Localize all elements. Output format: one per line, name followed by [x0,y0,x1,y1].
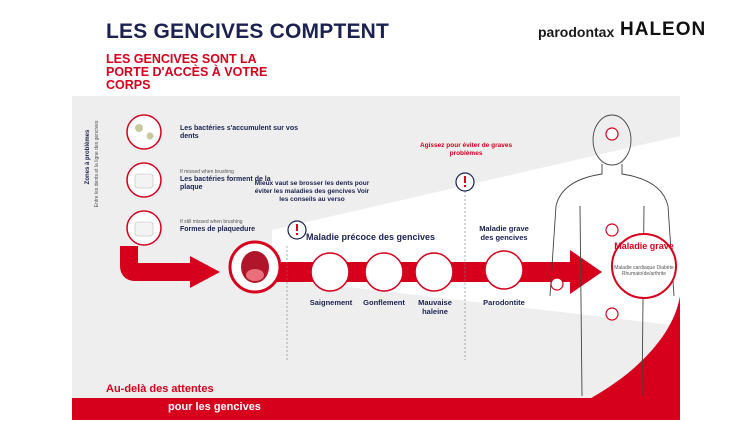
zone-title: Zones à problèmes [85,129,91,185]
arrow-head-1 [190,256,220,288]
alert-icon-2-dot [464,185,466,187]
serious-disease-title: Maladie grave des gencives [479,224,529,242]
alert-icon-1-bar [296,224,298,231]
bleeding-icon [310,252,350,292]
bacteria-icon [126,114,162,150]
alert-icon-2-bar [464,176,466,183]
swelling-label: Gonflement [363,298,405,307]
bacteria-dot-b [146,132,154,140]
heart-marker [605,223,619,237]
footer-line-1: Au-delà des attentes [106,383,214,395]
step-2-pre: If missed when brushing [180,169,234,175]
early-disease-title: Maladie précoce des gencives [306,232,436,242]
hand-marker [550,277,564,291]
mouth-tongue [246,269,264,281]
step-3-pre: If still missed when brushing [180,219,243,225]
bacteria-dot-a [135,124,143,132]
infographic-graphics [120,114,680,420]
bad-breath-icon [414,252,454,292]
periodontitis-icon [484,250,524,290]
arrow-elbow [120,246,192,281]
brushing-advice: Mieux vaut se brosser les dents pour évi… [254,180,370,203]
step-3-text: Formes de plaquedure [180,226,256,233]
page-subtitle: LES GENCIVES SONT LA PORTE D'ACCÈS À VOT… [106,52,268,92]
abdomen-marker [605,307,619,321]
tartar-tooth [134,221,154,237]
bleeding-label: Saignement [309,298,353,307]
step-1-text: Les bactéries s'accumulent sur vos dents [180,125,298,140]
page-title: LES GENCIVES COMPTENT [106,20,390,43]
brand-parodontax: parodontax [538,24,615,40]
infographic-panel: Zones à problèmes Entre les dents et la … [72,96,680,420]
brand-haleon: HALEON [620,19,707,40]
step-2-text: Les bactéries forment de la plaque [180,176,271,191]
body-disease-list: Maladie cardiaque Diabète Rhumatoïde/art… [614,265,674,277]
periodontitis-label: Parodontite [483,298,525,307]
serious-disease-circle [611,233,677,299]
footer-line-2: pour les gencives [168,401,261,413]
body-disease-title: Maladie grave [614,241,674,251]
zone-subtitle: Entre les dents et la ligne des gencives [94,120,100,208]
corner-swoosh [542,296,680,420]
brain-marker [605,127,619,141]
alert-icon-1-dot [296,233,298,235]
arrow-head-2 [570,250,602,294]
plaque-tooth [134,173,154,189]
footer-band [72,398,680,420]
act-warning: Agissez pour éviter de graves problèmes [419,142,513,157]
bad-breath-label: Mauvaise haleine [418,298,452,316]
swelling-icon [364,252,404,292]
